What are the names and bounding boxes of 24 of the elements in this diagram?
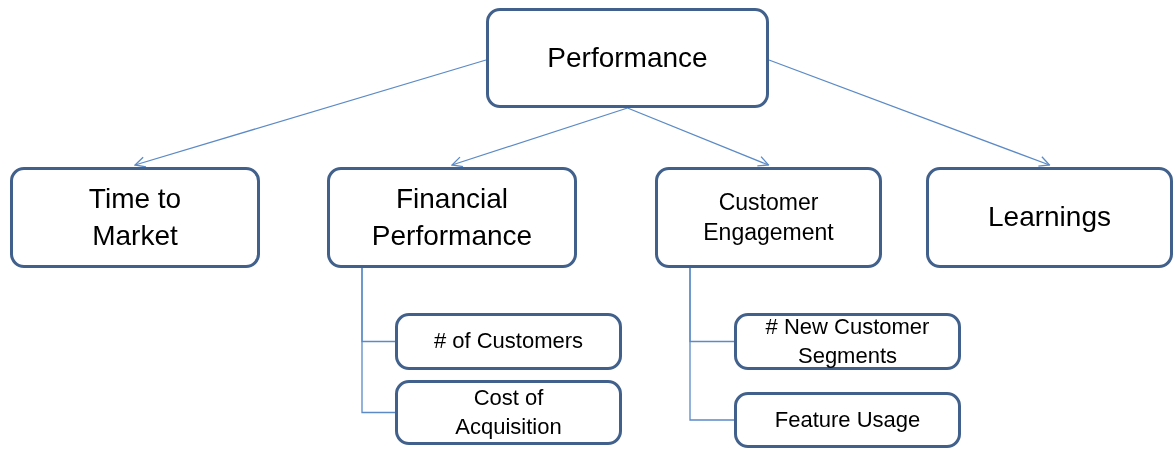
connector-line — [361, 267, 396, 414]
metric-box — [734, 313, 961, 370]
arrow — [626, 107, 770, 167]
node-label: # of Customers — [433, 327, 584, 356]
category-box — [327, 167, 577, 268]
node-label: Customer Engagement — [702, 187, 835, 247]
category-box — [10, 167, 260, 268]
node-label: Financial Performance — [370, 182, 534, 253]
node-label: Time to Market — [87, 182, 183, 253]
node-label: Performance — [547, 40, 708, 75]
category-box — [655, 167, 882, 268]
metric-box — [395, 313, 622, 370]
arrow — [134, 59, 487, 168]
metric-box — [395, 380, 622, 445]
metric-box — [734, 392, 961, 448]
arrow — [768, 59, 1051, 167]
arrow — [451, 107, 629, 168]
category-box — [926, 167, 1173, 268]
connector-line — [689, 267, 735, 421]
node-label: Cost of Acquisition — [454, 383, 563, 441]
node-label: Learnings — [988, 200, 1111, 235]
node-label: # New Customer Segments — [764, 312, 931, 370]
node-label: Feature Usage — [774, 405, 921, 434]
root-box — [486, 8, 769, 108]
